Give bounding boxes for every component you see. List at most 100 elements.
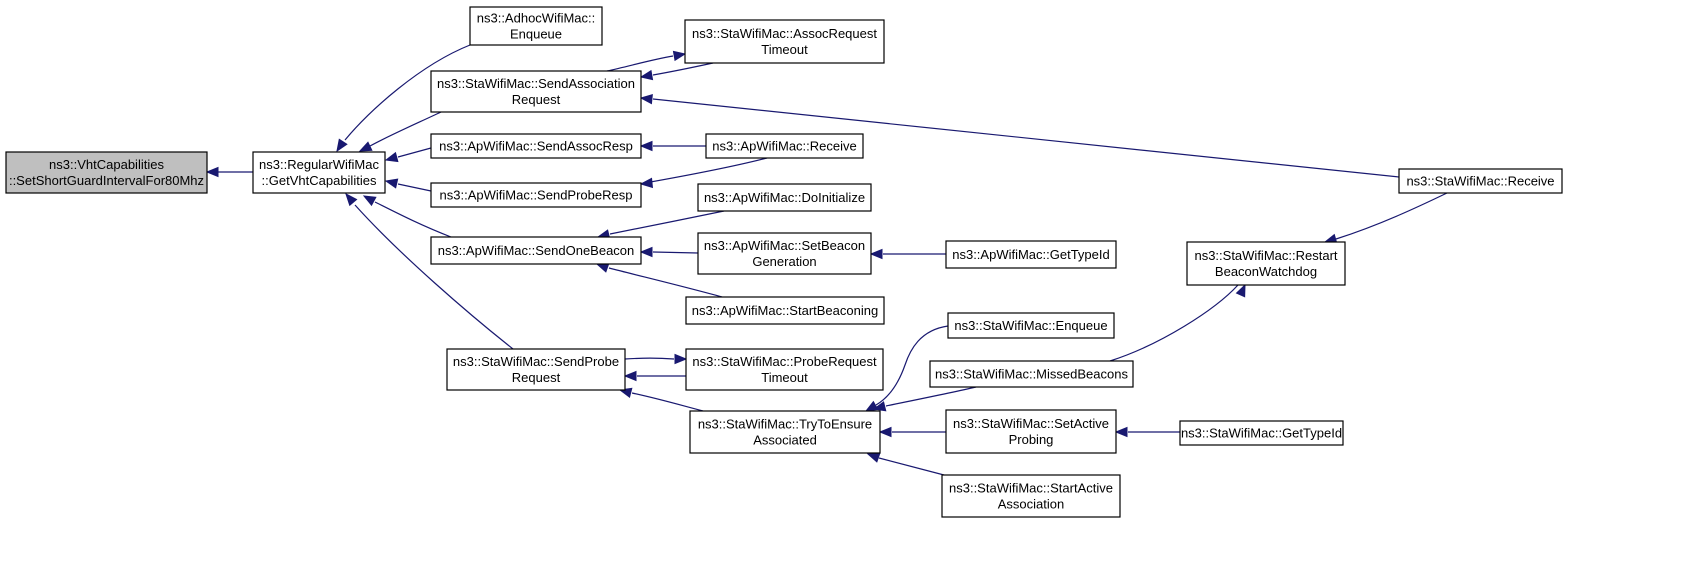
edge-line (354, 204, 514, 350)
edge-n5-to-n1 (384, 178, 432, 192)
node-box (446, 348, 626, 391)
edge-line (624, 357, 675, 360)
arrowhead-icon (595, 262, 610, 273)
edge-line (875, 325, 949, 406)
function-node[interactable]: ns3::ApWifiMac::GetTypeId (945, 240, 1117, 269)
arrowhead-icon (1235, 283, 1246, 298)
node-box (705, 133, 864, 159)
node-box (947, 312, 1115, 339)
node-label-line: ns3::StaWifiMac::Enqueue (954, 318, 1107, 333)
function-node[interactable]: ns3::ApWifiMac::SendProbeResp (430, 182, 642, 208)
node-label-line: Generation (752, 254, 816, 269)
nodes-layer: ns3::VhtCapabilities::SetShortGuardInter… (5, 6, 1563, 518)
function-node[interactable]: ns3::StaWifiMac::Receive (1398, 168, 1563, 194)
edge-line (652, 98, 1400, 178)
arrowhead-icon (672, 50, 687, 62)
node-label-line: ns3::RegularWifiMac (259, 157, 379, 172)
arrowhead-icon (869, 248, 883, 260)
node-label-line: ns3::StaWifiMac::SendProbe (453, 354, 619, 369)
node-label-line: ns3::VhtCapabilities (49, 157, 164, 172)
arrowhead-icon (384, 151, 399, 163)
edge-n21-to-n16 (866, 452, 945, 476)
node-box (689, 410, 881, 454)
edge-line (344, 44, 471, 141)
node-box (941, 474, 1121, 518)
function-node[interactable]: ns3::StaWifiMac::MissedBeacons (929, 360, 1134, 388)
arrowhead-icon (623, 370, 637, 382)
node-box (469, 6, 603, 46)
edge-line (369, 111, 442, 147)
node-box (929, 360, 1134, 388)
function-node[interactable]: ns3::StaWifiMac::Enqueue (947, 312, 1115, 339)
function-node[interactable]: ns3::ApWifiMac::StartBeaconing (685, 296, 885, 325)
arrowhead-icon (872, 401, 887, 412)
function-node[interactable]: ns3::RegularWifiMac::GetVhtCapabilities (252, 151, 386, 194)
node-label-line: ns3::StaWifiMac::GetTypeId (1181, 426, 1342, 441)
node-label-line: ns3::ApWifiMac::Receive (712, 139, 857, 154)
edge-line (1335, 192, 1448, 240)
arrowhead-icon (205, 166, 219, 178)
function-node[interactable]: ns3::ApWifiMac::Receive (705, 133, 864, 159)
edge-line (606, 55, 674, 72)
node-label-line: ::SetShortGuardIntervalFor80Mhz (9, 173, 204, 188)
arrowhead-icon (362, 195, 377, 207)
node-label-line: Association (998, 497, 1064, 512)
node-label-line: ns3::StaWifiMac::AssocRequest (692, 26, 877, 41)
node-box (430, 133, 642, 159)
node-box (252, 151, 386, 194)
edge-line (1109, 284, 1239, 362)
edge-n3-to-n8 (606, 50, 687, 72)
edge-line (644, 157, 768, 184)
edge-n1-to-n0 (205, 166, 253, 178)
edge-line (374, 201, 452, 238)
edge-line (397, 147, 432, 158)
edge-n20-to-n16 (878, 426, 946, 438)
edge-n19-to-n17 (1109, 283, 1246, 362)
node-label-line: ns3::ApWifiMac::StartBeaconing (692, 303, 878, 318)
arrowhead-icon (345, 192, 358, 207)
node-box (430, 182, 642, 208)
edge-line (652, 251, 699, 254)
edge-n2-to-n1 (336, 44, 471, 153)
node-label-line: Enqueue (510, 27, 562, 42)
function-node[interactable]: ns3::AdhocWifiMac::Enqueue (469, 6, 603, 46)
node-label-line: ns3::ApWifiMac::SendAssocResp (439, 139, 633, 154)
node-label-line: ns3::ApWifiMac::SendProbeResp (440, 188, 633, 203)
node-label-line: ns3::AdhocWifiMac:: (477, 11, 596, 26)
edge-line (631, 392, 704, 412)
arrowhead-icon (639, 93, 653, 105)
function-node[interactable]: ns3::ApWifiMac::SendAssocResp (430, 133, 642, 159)
node-box (684, 19, 885, 64)
node-label-line: ns3::StaWifiMac::StartActive (949, 481, 1113, 496)
edge-n15-to-n7 (623, 370, 686, 382)
function-node[interactable]: ns3::ApWifiMac::SendOneBeacon (430, 236, 642, 265)
function-node[interactable]: ns3::ApWifiMac::DoInitialize (697, 183, 872, 212)
edge-n7-to-n15 (624, 353, 688, 365)
node-label-line: ns3::StaWifiMac::ProbeRequest (692, 354, 877, 369)
arrowhead-icon (358, 141, 373, 152)
node-label-line: Request (512, 92, 561, 107)
node-box (697, 232, 872, 275)
arrowhead-icon (384, 178, 399, 189)
edge-n22-to-n20 (1114, 426, 1180, 438)
function-node[interactable]: ns3::StaWifiMac::GetTypeId (1179, 420, 1344, 446)
arrowhead-icon (866, 452, 881, 463)
node-box (685, 296, 885, 325)
arrowhead-icon (639, 140, 653, 152)
edge-n7-to-n1 (345, 192, 514, 350)
edge-n10-to-n5 (639, 157, 768, 189)
edge-line (609, 210, 725, 235)
node-label-line: ns3::StaWifiMac::SetActive (953, 416, 1109, 431)
edge-n17-to-n9 (1323, 192, 1448, 244)
root-function-node[interactable]: ns3::VhtCapabilities::SetShortGuardInter… (5, 151, 208, 194)
